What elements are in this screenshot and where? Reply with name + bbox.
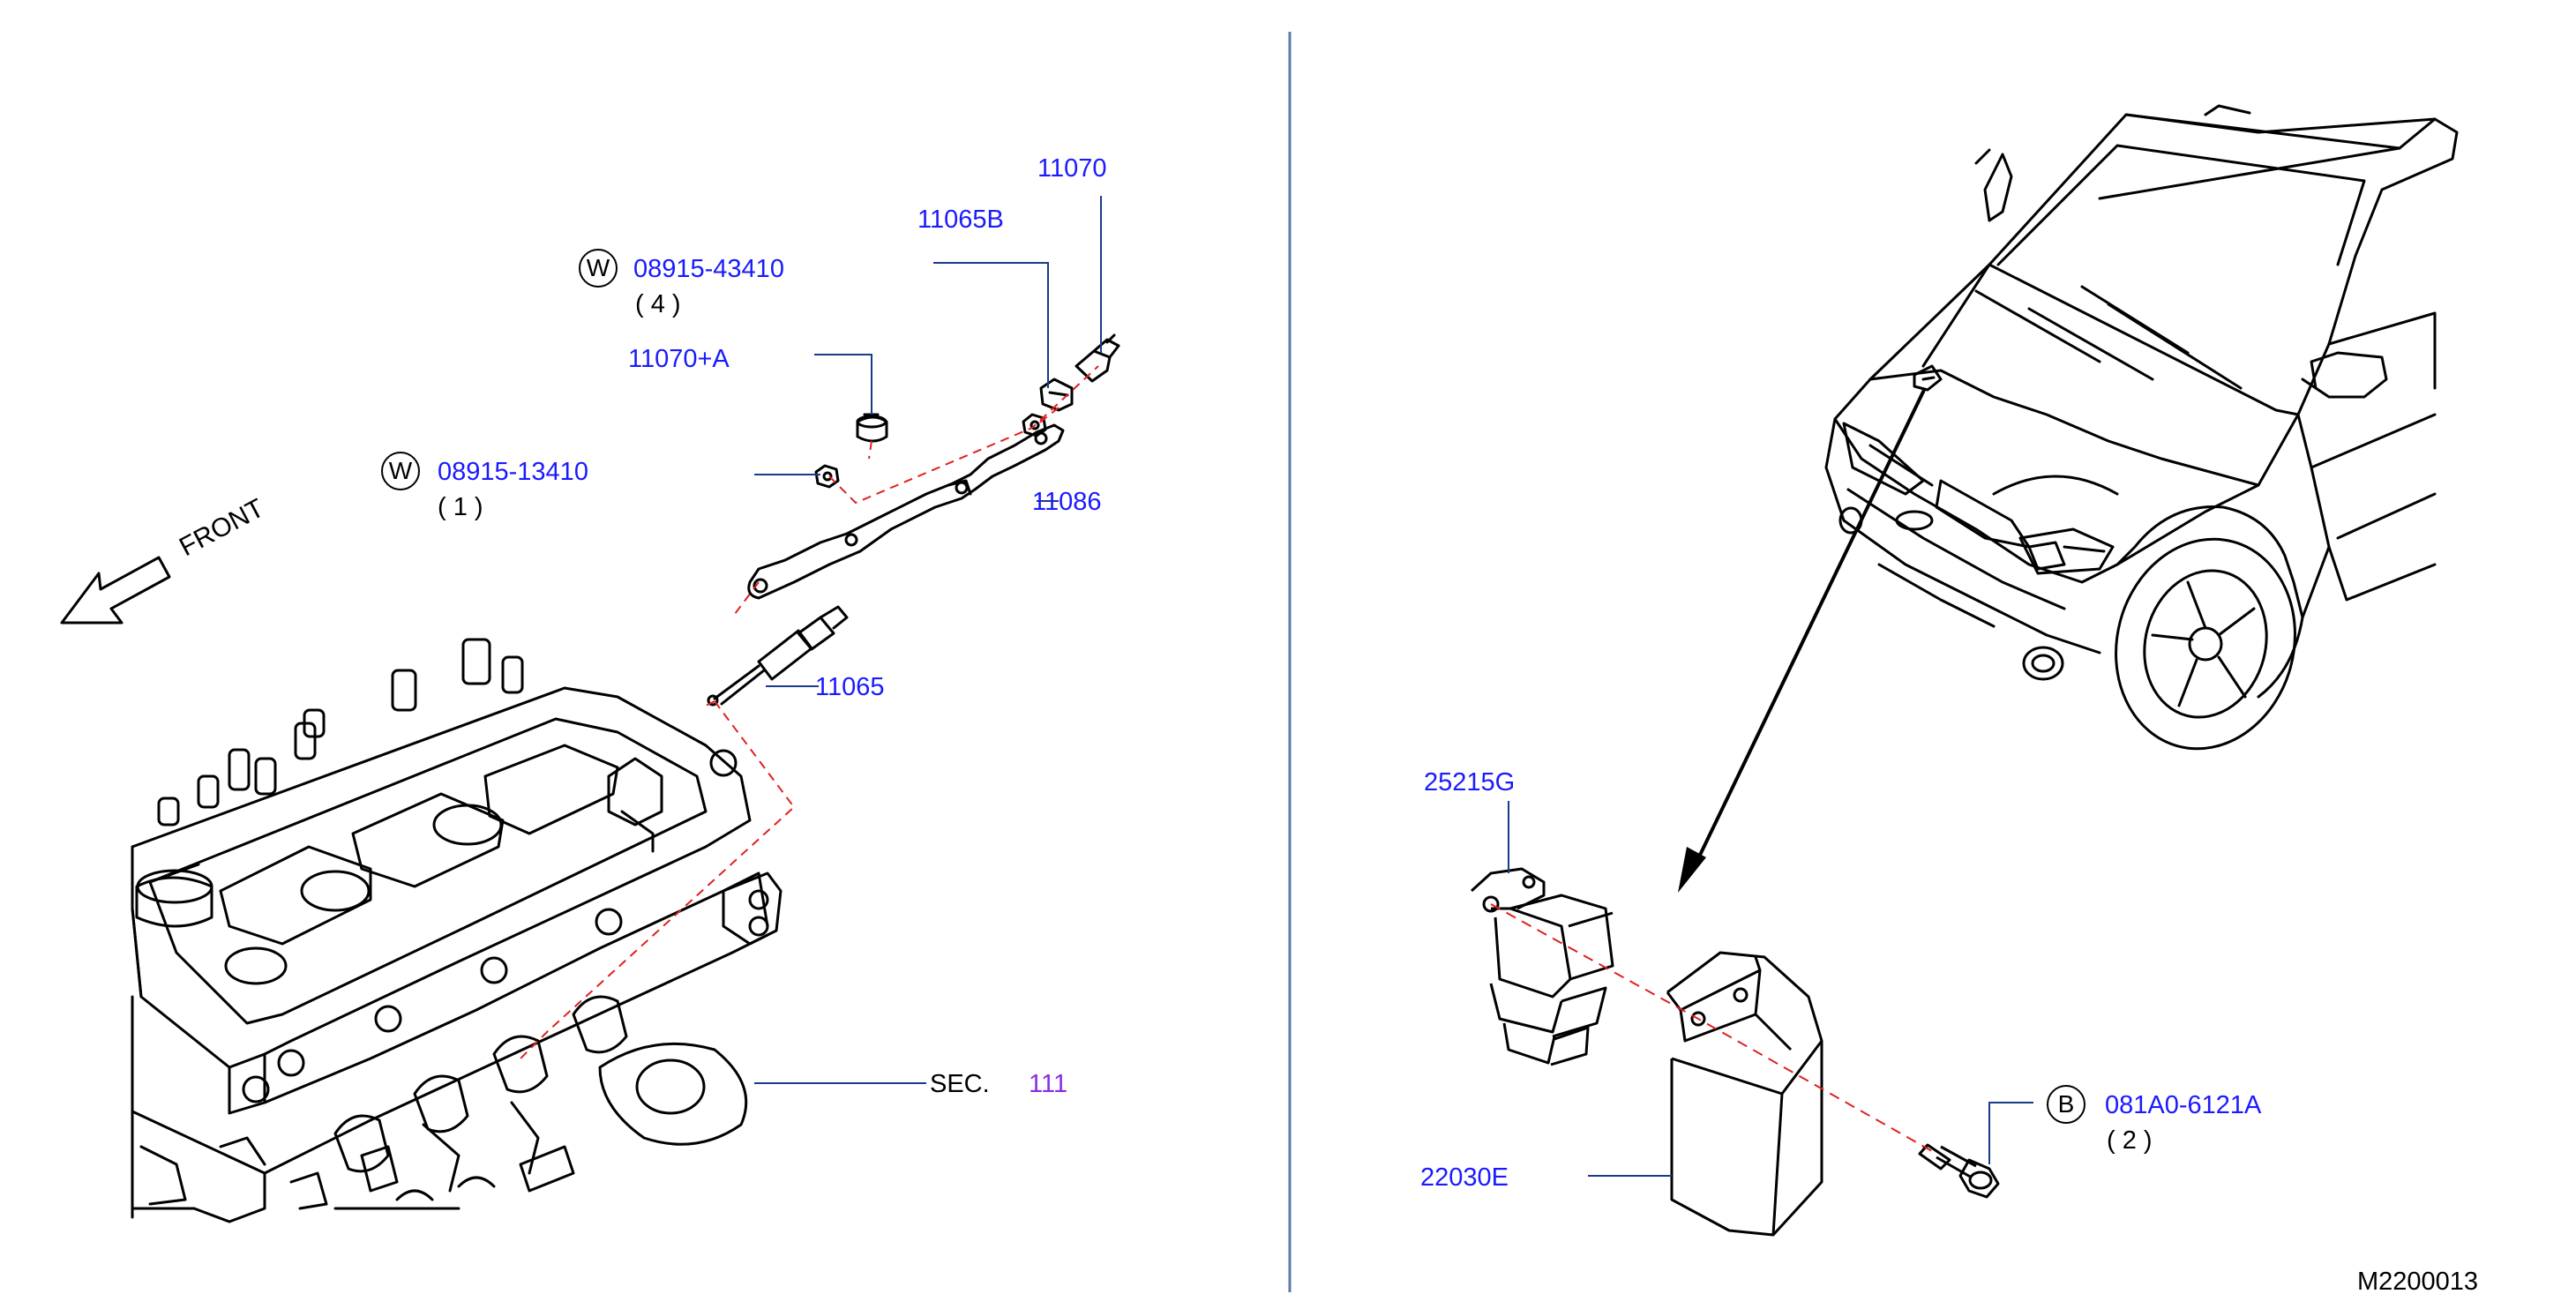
relay-25215g <box>1470 867 1614 1066</box>
cap-11070-plus-a <box>856 413 888 443</box>
glow-plug-11065 <box>707 605 849 707</box>
leader-lines-left <box>754 196 1102 1084</box>
section-ref-number: 111 <box>1029 1070 1068 1098</box>
glow-plug-parts <box>707 333 1120 707</box>
part-label-11086: 11086 <box>1032 488 1102 516</box>
engine-cylinder-head-illustration <box>131 638 783 1223</box>
nut-08915-13410 <box>814 464 840 489</box>
bolt-081a0-6121a <box>1918 1143 2000 1199</box>
symbol-w-circle: W <box>579 249 618 288</box>
symbol-b-circle: B <box>2047 1085 2086 1124</box>
connecting-plate-11086 <box>747 423 1065 600</box>
quantity-label: ( 1 ) <box>438 493 483 521</box>
part-label-11065b: 11065B <box>917 206 1004 234</box>
part-label-11070-plus-a: 11070+A <box>628 345 730 373</box>
diagram-code: M2200013 <box>2357 1268 2479 1296</box>
front-arrow-icon <box>60 556 171 625</box>
part-label-08915-43410: 08915-43410 <box>633 255 784 283</box>
location-arrow <box>1678 387 1927 893</box>
vehicle-illustration <box>1824 104 2459 751</box>
part-label-11070: 11070 <box>1037 154 1107 183</box>
connector-11070 <box>1075 333 1120 383</box>
part-label-08915-13410: 08915-13410 <box>438 458 588 486</box>
quantity-label: ( 2 ) <box>2107 1126 2153 1155</box>
part-label-25215g: 25215G <box>1424 768 1516 797</box>
assembly-lines-right <box>1490 903 1933 1152</box>
quantity-label: ( 4 ) <box>635 290 681 318</box>
leader-lines-right <box>1508 801 2033 1177</box>
assembly-lines-left <box>520 365 1099 1059</box>
part-label-081a0-6121a: 081A0-6121A <box>2105 1091 2262 1119</box>
part-label-22030e: 22030E <box>1420 1163 1509 1192</box>
controller-22030e <box>1666 951 1823 1237</box>
symbol-w-circle: W <box>381 452 420 490</box>
bracket-11065b <box>1039 378 1074 412</box>
section-ref-prefix: SEC. <box>930 1070 990 1098</box>
nut-08915-43410 <box>1022 413 1047 438</box>
part-label-11065: 11065 <box>815 673 885 701</box>
